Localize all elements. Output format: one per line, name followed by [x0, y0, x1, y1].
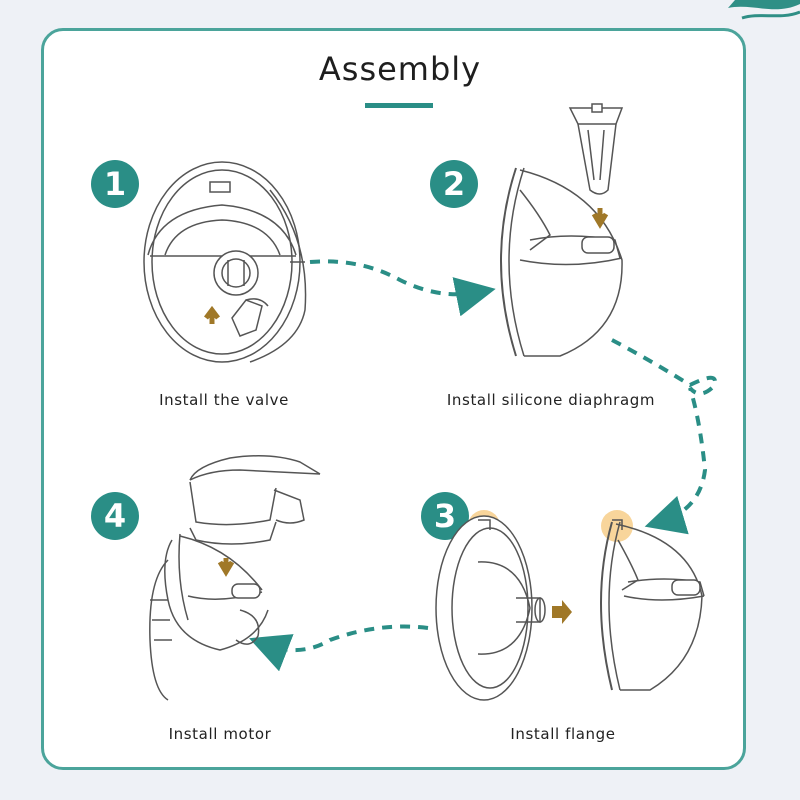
page-title: Assembly [318, 50, 482, 88]
insert-arrow [217, 558, 235, 577]
insert-arrow [552, 600, 572, 624]
dashed-flow-arrow [611, 338, 717, 535]
title-underline [365, 103, 433, 108]
step-1-caption: Install the valve [159, 391, 289, 409]
motor-step-illustration [149, 455, 321, 701]
assembly-card [41, 28, 746, 770]
step-2-badge: 2 [430, 160, 478, 208]
valve-step-illustration [143, 161, 307, 363]
flange-step-illustration [435, 510, 705, 701]
step-1-badge: 1 [91, 160, 139, 208]
dashed-flow-arrow [309, 259, 496, 317]
step-2-caption: Install silicone diaphragm [446, 391, 656, 409]
insert-arrow [591, 208, 609, 229]
step-3-caption: Install flange [510, 725, 616, 743]
diaphragm-step-illustration [500, 103, 624, 357]
insert-arrow [204, 305, 220, 324]
step-4-caption: Install motor [168, 725, 272, 743]
step-4-badge: 4 [91, 492, 139, 540]
step-3-badge: 3 [421, 492, 469, 540]
dashed-flow-arrow [249, 624, 429, 672]
